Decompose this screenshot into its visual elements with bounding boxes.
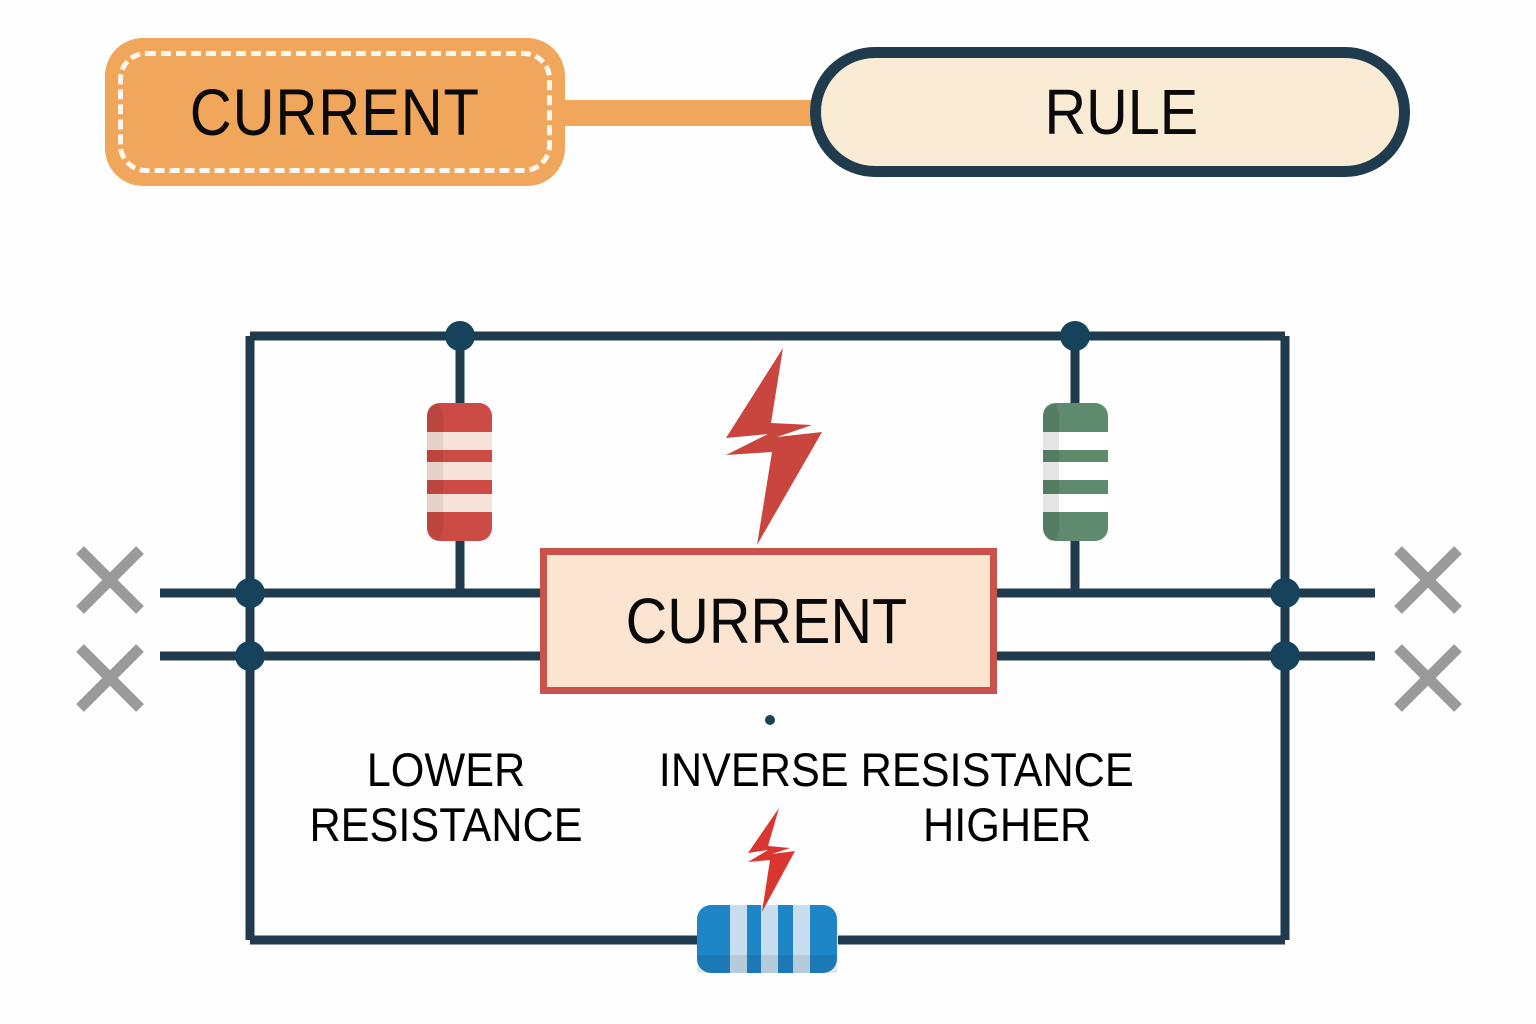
dot-below-current-box [765,715,775,725]
junction-top-left [445,321,475,351]
rule-badge[interactable]: RULE [810,47,1410,177]
junction-top-right [1060,321,1090,351]
junction-left-upper [235,578,265,608]
x-mark-left-upper [76,546,144,614]
x-marks [76,546,1462,712]
label-inverse-resistance-line2: HIGHER [923,798,1092,851]
rule-badge-label: RULE [1044,76,1199,148]
resistor-blue[interactable] [697,905,837,973]
junction-right-upper [1270,578,1300,608]
resistor-green[interactable] [1043,403,1108,541]
lightning-bolt-upper [726,348,822,545]
lightning-bolt-lower [748,808,795,912]
current-center-label: CURRENT [625,585,908,657]
resistor-red[interactable] [427,403,492,541]
x-mark-right-upper [1394,546,1462,614]
circuit-junctions [235,321,1300,725]
label-inverse-resistance-line1: INVERSE RESISTANCE [658,743,1134,796]
x-mark-right-lower [1394,644,1462,712]
junction-right-lower [1270,641,1300,671]
current-badge-label: CURRENT [189,75,481,149]
badge-connector [556,100,818,126]
junction-left-lower [235,641,265,671]
current-center-box[interactable]: CURRENT [540,548,997,694]
label-lower-resistance-line2: RESISTANCE [309,798,583,851]
label-lower-resistance-line1: LOWER [366,743,526,796]
x-mark-left-lower [76,644,144,712]
current-badge[interactable]: CURRENT [105,38,565,186]
